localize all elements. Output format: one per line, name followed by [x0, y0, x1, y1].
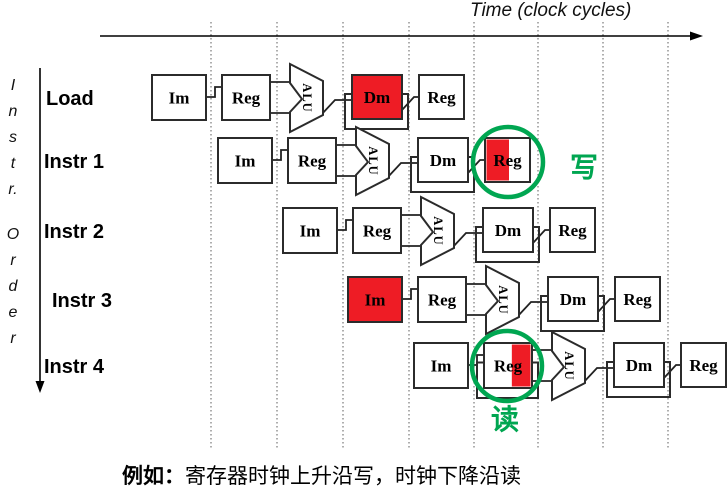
pipeline-row: Instr 1 Im Reg ALU Dm Reg [44, 125, 531, 197]
pipeline-row: Instr 3 Im Reg ALU Dm Reg [52, 264, 661, 336]
stage-label: Im [235, 152, 256, 171]
wire-im-reg [272, 149, 290, 161]
order-axis-arrowhead [35, 381, 45, 393]
row-label: Instr 2 [44, 221, 104, 243]
stage-label: Im [431, 357, 452, 376]
write-circle [470, 124, 546, 200]
instr-order-letter: d [9, 278, 19, 295]
wire-alu-dm [451, 232, 483, 249]
stage-label: Dm [364, 88, 390, 107]
stage-box-reg1 [287, 137, 337, 184]
row-label: Instr 4 [44, 356, 105, 378]
caption-text: 寄存器时钟上升沿写，时钟下降沿读 [185, 465, 521, 488]
stage-box-reg2 [549, 207, 596, 253]
caption-prefix: 例如： [122, 465, 185, 488]
red-half-left [486, 139, 509, 181]
instr-order-letter: O [7, 226, 19, 243]
stage-label: Reg [298, 152, 327, 171]
wire-dm-reg [663, 364, 681, 379]
instr-order-letter: r [10, 330, 16, 347]
stage-box-dm [613, 342, 665, 388]
stage-label: Reg [494, 357, 523, 376]
wire-dm-reg [532, 229, 550, 244]
wire-alu-dm [320, 99, 352, 116]
stage-box-im [413, 342, 469, 389]
wire-alu-dm [516, 301, 548, 318]
wire-im-reg [402, 288, 420, 300]
stage-label: Im [169, 89, 190, 108]
stage-box-dm [547, 276, 599, 322]
write-label: 写 [570, 152, 598, 183]
stage-box-reg2 [680, 342, 727, 388]
alu-label: ALU [431, 216, 445, 245]
read-label: 读 [491, 404, 519, 435]
row-label: Load [46, 88, 94, 110]
red-half-right [511, 344, 531, 387]
wire-alu-dm [386, 162, 418, 179]
stage-label: Im [300, 222, 321, 241]
stage-label: Reg [428, 291, 457, 310]
stage-label: Dm [626, 356, 652, 375]
wire-dm-reg [401, 96, 419, 111]
stage-label: Reg [232, 89, 261, 108]
alu-shape [420, 195, 455, 267]
stage-label: Reg [558, 221, 587, 240]
stage-box-im [282, 207, 338, 254]
wire-im-reg [206, 86, 224, 98]
alu-shape [551, 330, 586, 402]
stage-box-reg2 [418, 74, 465, 120]
time-axis-title: Time (clock cycles) [470, 0, 632, 21]
alu-label: ALU [366, 146, 380, 175]
stage-label: Dm [430, 151, 456, 170]
stage-box-dm [417, 137, 469, 183]
stage-box-im [347, 276, 403, 323]
stage-box-reg2 [614, 276, 661, 322]
wire-im-reg [337, 219, 355, 231]
stage-label: Reg [493, 151, 522, 170]
alu-shape [355, 125, 390, 197]
alu-label: ALU [496, 285, 510, 314]
instr-order-letter: I [11, 77, 16, 94]
stage-box-im [151, 74, 207, 121]
time-axis-arrowhead [690, 31, 703, 41]
alu-shape [289, 62, 324, 134]
instr-order-letter: n [9, 103, 18, 120]
read-circle [469, 328, 545, 404]
instr-order-letter: r. [8, 181, 17, 198]
stage-label: Reg [427, 88, 456, 107]
annotations: 写读 [469, 124, 598, 435]
stage-label: Reg [623, 290, 652, 309]
stage-box-reg1 [221, 74, 271, 121]
stage-label: Reg [363, 222, 392, 241]
instr-order-letter: e [9, 304, 18, 321]
stage-box-dm [482, 207, 534, 253]
alu-label: ALU [562, 351, 576, 380]
alu-label: ALU [300, 83, 314, 112]
pipeline-row: Instr 4 Im Reg ALU Dm Reg [44, 330, 727, 402]
instr-order-letter: r [10, 252, 16, 269]
row-label: Instr 1 [44, 151, 104, 173]
stage-label: Dm [495, 221, 521, 240]
pipeline-row: Load Im Reg ALU Dm Reg [46, 62, 465, 134]
stage-label: Im [365, 291, 386, 310]
stage-box-reg1 [417, 276, 467, 323]
row-label: Instr 3 [52, 290, 112, 312]
stage-label: Reg [689, 356, 718, 375]
instr-order-letter: s [9, 129, 17, 146]
pipeline-row: Instr 2 Im Reg ALU Dm Reg [44, 195, 596, 267]
stage-label: Dm [560, 290, 586, 309]
instr-order-letter: t [11, 155, 16, 172]
wire-alu-dm [582, 367, 614, 384]
caption: 例如：寄存器时钟上升沿写，时钟下降沿读 [122, 460, 521, 490]
stage-box-dm [351, 74, 403, 120]
stage-box-im [217, 137, 273, 184]
stage-box-reg1 [352, 207, 402, 254]
wire-dm-reg [597, 298, 615, 313]
alu-shape [485, 264, 520, 336]
